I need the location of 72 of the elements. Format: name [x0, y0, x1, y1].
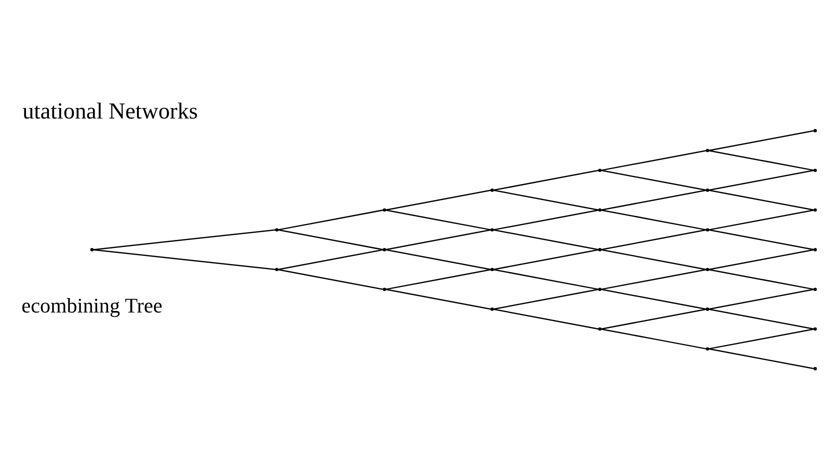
connector — [708, 229, 814, 250]
connector — [492, 308, 598, 330]
connector — [600, 209, 706, 230]
node-point — [598, 248, 601, 252]
connector — [600, 190, 706, 211]
connector — [600, 268, 706, 290]
node-point — [705, 148, 709, 152]
connector — [708, 268, 814, 290]
node-point — [598, 208, 601, 212]
connector — [278, 209, 383, 230]
connector — [708, 130, 814, 152]
connector — [708, 288, 814, 310]
node-point — [598, 327, 601, 331]
connector — [600, 308, 706, 330]
node-point — [705, 268, 709, 272]
connector — [385, 229, 490, 250]
connector — [708, 328, 814, 350]
node-point — [382, 208, 386, 212]
connector — [600, 328, 706, 350]
connector — [492, 209, 598, 230]
connector — [492, 170, 598, 191]
connector — [92, 249, 276, 270]
node-point — [598, 288, 601, 292]
node-point — [490, 268, 494, 272]
connector — [92, 229, 276, 250]
connector — [385, 288, 490, 310]
node-point — [813, 168, 816, 172]
connector — [278, 229, 383, 250]
connector — [385, 249, 490, 270]
connector — [385, 268, 490, 290]
label: ecombining Tree — [21, 293, 162, 318]
connector — [600, 150, 706, 171]
connector — [600, 249, 706, 270]
diagram-title: utational Networks — [22, 98, 198, 124]
node-point — [90, 248, 94, 252]
node-point — [382, 248, 386, 252]
node-point — [813, 129, 816, 132]
node-point — [382, 288, 386, 292]
connector — [385, 190, 490, 211]
connector — [492, 268, 598, 290]
node-point — [598, 168, 601, 172]
connector — [278, 249, 383, 270]
connector — [278, 268, 383, 290]
connector — [708, 249, 814, 270]
connector — [492, 288, 598, 310]
node-point — [705, 228, 709, 232]
node-point — [490, 308, 494, 311]
node-point — [705, 308, 709, 311]
node-point — [705, 347, 709, 351]
node-point — [813, 248, 816, 252]
connector — [492, 190, 598, 211]
node-point — [813, 288, 816, 292]
connector — [708, 170, 814, 191]
connector — [600, 288, 706, 310]
node-point — [490, 228, 494, 232]
connector — [708, 308, 814, 330]
connector — [600, 229, 706, 250]
node-point — [274, 228, 278, 232]
connector — [708, 190, 814, 211]
node-point — [490, 188, 494, 192]
connector — [708, 209, 814, 230]
node-point — [813, 208, 816, 212]
connector — [708, 150, 814, 171]
connector — [492, 249, 598, 270]
node-point — [274, 268, 278, 272]
connector — [708, 348, 814, 370]
node-point — [705, 188, 709, 192]
connector — [385, 209, 490, 230]
connector — [600, 170, 706, 191]
connector — [492, 229, 598, 250]
node-point — [813, 327, 816, 331]
node-point — [813, 367, 816, 370]
